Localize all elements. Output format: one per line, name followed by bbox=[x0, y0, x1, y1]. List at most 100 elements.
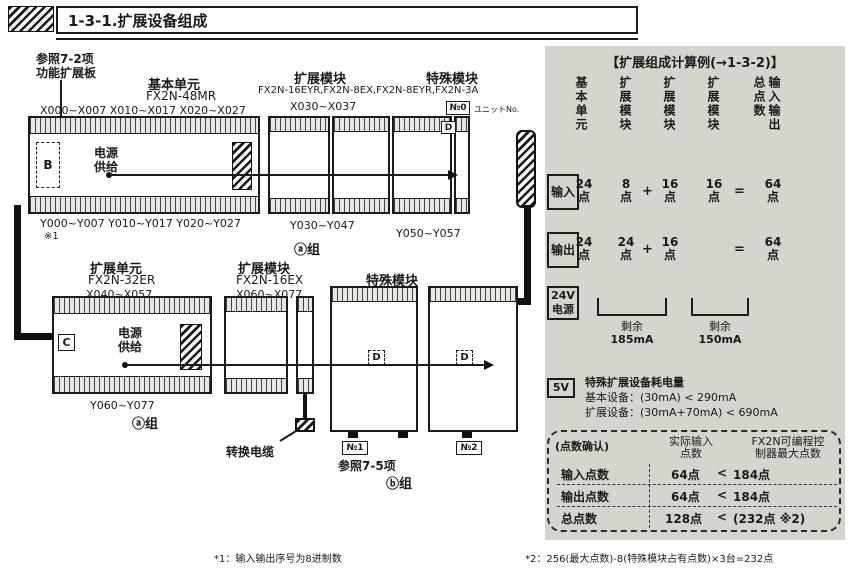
input-module2-points: 16 点 bbox=[655, 178, 685, 204]
special-module-title-row2: 特殊模块 bbox=[366, 274, 419, 289]
flow-arrowhead-icon bbox=[448, 170, 458, 180]
converter-cable-label: 转换电缆 bbox=[226, 445, 275, 459]
power-supply-line1: 电源 bbox=[117, 326, 142, 340]
column-header-exp-module-1: 扩展模块 bbox=[618, 76, 632, 132]
input-base-points: 24 点 bbox=[569, 178, 599, 204]
check-row1-label: 输入点数 bbox=[561, 468, 610, 482]
value-unit: 点 bbox=[707, 190, 720, 204]
expansion-module-models: FX2N-16EYR,FX2N-8EX,FX2N-8EYR,FX2N-3A bbox=[258, 85, 479, 96]
check-row2-op: < bbox=[717, 488, 728, 502]
check-row2-max: 184点 bbox=[733, 490, 771, 504]
terminal-strip bbox=[334, 198, 388, 212]
remaining-label: 剩余 bbox=[621, 320, 643, 333]
value-number: 64 bbox=[764, 235, 782, 249]
input-module3-points: 16 点 bbox=[699, 178, 729, 204]
extension-cable-right bbox=[506, 298, 531, 305]
check-row1-max: 184点 bbox=[733, 468, 771, 482]
equals-operator: = bbox=[734, 242, 745, 257]
extension-cable-right bbox=[524, 205, 531, 305]
column-header-total-points: 输入输出总点数 bbox=[752, 76, 781, 132]
special-module-title: 特殊模块 bbox=[426, 72, 479, 87]
group-a-label-row2: ⓐ组 bbox=[132, 417, 159, 432]
check-header-max: FX2N可编程控 制器最大点数 bbox=[737, 436, 839, 460]
power-24v-label: 24V 电源 bbox=[547, 286, 579, 320]
extension-cable-left bbox=[14, 205, 21, 340]
input-total-points: 64 点 bbox=[757, 178, 789, 204]
io-block-decoration bbox=[180, 324, 202, 370]
output-base-points: 24 点 bbox=[569, 236, 599, 262]
terminal-strip bbox=[394, 198, 450, 212]
page-title-box: 1-3-1.扩展设备组成 bbox=[56, 6, 638, 34]
expansion-unit-title: 扩展单元 bbox=[90, 262, 143, 277]
output-row-label: 输出 bbox=[547, 232, 579, 268]
power-supply-line2: 供给 bbox=[117, 340, 142, 354]
check-row3-value: 128点 bbox=[665, 512, 703, 526]
connector-dot-icon bbox=[106, 172, 112, 178]
terminal-strip bbox=[430, 288, 516, 302]
power-supply-label: 电源 供给 bbox=[92, 146, 120, 174]
terminal-strip bbox=[270, 118, 328, 132]
check-header-actual: 实际输入 点数 bbox=[659, 436, 723, 460]
expansion-unit-drawing: C 电源 供给 bbox=[52, 296, 212, 394]
plus-operator: + bbox=[642, 242, 653, 257]
module-foot-tab bbox=[462, 432, 472, 438]
group-a-bracket bbox=[597, 298, 667, 316]
terminal-strip bbox=[394, 118, 450, 132]
remaining-current-right: 剩余 150mA bbox=[687, 320, 753, 346]
power-supply-label-row2: 电源 供给 bbox=[116, 326, 144, 354]
consumption-title: 特殊扩展设备耗电量 bbox=[585, 376, 684, 389]
power-24v-line2: 电源 bbox=[552, 303, 574, 316]
expansion-module-title: 扩展模块 bbox=[294, 72, 347, 87]
value-number: 16 bbox=[705, 177, 723, 191]
input-row-label: 输入 bbox=[547, 174, 579, 210]
special-module-1-drawing: D bbox=[330, 286, 418, 432]
extension-connector-right bbox=[516, 130, 536, 208]
value-number: 8 bbox=[621, 177, 631, 191]
value-number: 64 bbox=[764, 177, 782, 191]
remaining-label: 剩余 bbox=[709, 320, 731, 333]
check-header-actual-line1: 实际输入 bbox=[669, 435, 713, 448]
check-row-divider bbox=[557, 484, 837, 485]
output-total-points: 64 点 bbox=[757, 236, 789, 262]
d-badge-row1: D bbox=[441, 121, 456, 134]
column-header-exp-module-3: 扩展模块 bbox=[706, 76, 720, 132]
converter-cable-stem bbox=[303, 394, 307, 420]
value-number: 24 bbox=[617, 235, 635, 249]
base-unit-title: 基本单元 bbox=[148, 78, 201, 93]
value-number: 16 bbox=[661, 235, 679, 249]
unit-no-caption: ユニットNo. bbox=[474, 105, 520, 114]
value-number: 24 bbox=[575, 177, 593, 191]
value-unit: 点 bbox=[577, 190, 590, 204]
io-block-decoration bbox=[232, 142, 252, 190]
consumption-line2: 扩展设备：(30mA+70mA) < 690mA bbox=[585, 406, 778, 419]
converter-cable-pointer-line bbox=[279, 428, 300, 442]
input-module1-points: 8 点 bbox=[611, 178, 641, 204]
footnote-2: *2：256(最大点数)-8(特殊模块占有点数)×3台=232点 bbox=[525, 554, 774, 565]
check-header-confirm: (点数确认) bbox=[555, 440, 610, 453]
flow-arrowhead-icon bbox=[484, 360, 494, 370]
check-row2-value: 64点 bbox=[671, 490, 700, 504]
terminal-strip bbox=[54, 298, 210, 314]
extension-cable-left bbox=[14, 333, 54, 340]
value-number: 24 bbox=[575, 235, 593, 249]
expansion-module-model-row2: FX2N-16EX bbox=[236, 273, 304, 287]
terminal-strip bbox=[334, 118, 388, 132]
check-row3-label: 总点数 bbox=[561, 512, 598, 526]
converter-module-drawing bbox=[296, 296, 314, 394]
group-b-label: ⓑ组 bbox=[386, 477, 413, 492]
ref-note-7-5: 参照7-5项 bbox=[338, 459, 396, 473]
expansion-module-title-row2: 扩展模块 bbox=[238, 262, 291, 277]
unit-no2-badge: №2 bbox=[456, 441, 482, 455]
x-address-main: X000~X007 X010~X017 X020~X027 bbox=[40, 104, 246, 117]
module-foot-tab bbox=[398, 432, 408, 438]
ref-note-7-2-line1: 参照7-2项 bbox=[36, 52, 94, 66]
connector-dot-icon bbox=[122, 362, 128, 368]
check-row2-label: 输出点数 bbox=[561, 490, 610, 504]
special-module-2-drawing: D bbox=[428, 286, 518, 432]
y-address-expansion: Y030~Y047 bbox=[290, 219, 355, 232]
column-header-exp-module-2: 扩展模块 bbox=[662, 76, 676, 132]
check-header-actual-line2: 点数 bbox=[680, 447, 702, 460]
value-unit: 点 bbox=[663, 248, 676, 262]
value-unit: 点 bbox=[577, 248, 590, 262]
